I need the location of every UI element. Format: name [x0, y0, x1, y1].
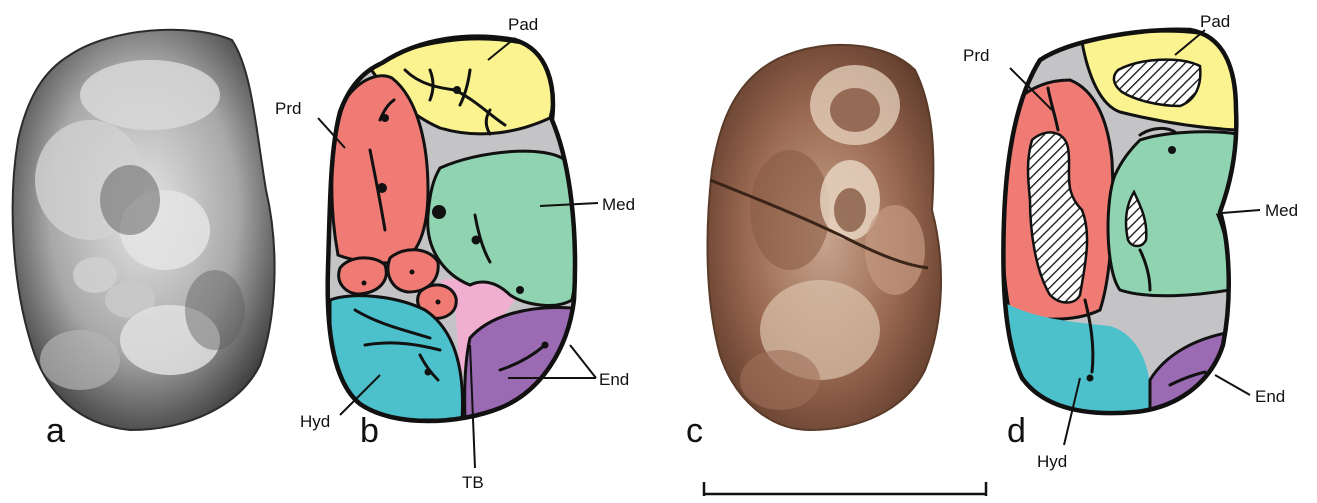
photo-a [13, 30, 275, 430]
label-prd-b: Prd [275, 99, 301, 118]
panel-label-c: c [686, 412, 703, 450]
label-pad-b: Pad [508, 15, 538, 34]
diagram-d [995, 25, 1245, 425]
label-hyd-d: Hyd [1037, 452, 1067, 471]
protoconid-b [332, 76, 428, 263]
scale-bar [704, 482, 986, 496]
label-end-d: End [1255, 387, 1285, 406]
panel-label-d: d [1007, 412, 1026, 450]
label-hyd-b: Hyd [300, 412, 330, 431]
label-pad-d: Pad [1200, 12, 1230, 31]
photo-c [707, 45, 941, 430]
panel-label-b: b [360, 412, 379, 450]
label-med-b: Med [602, 195, 635, 214]
label-med-d: Med [1265, 201, 1298, 220]
label-end-b: End [599, 370, 629, 389]
label-prd-d: Prd [963, 46, 989, 65]
cuspule-1-b [339, 258, 387, 294]
panel-label-a: a [46, 412, 65, 450]
label-tb-b: TB [462, 473, 484, 492]
